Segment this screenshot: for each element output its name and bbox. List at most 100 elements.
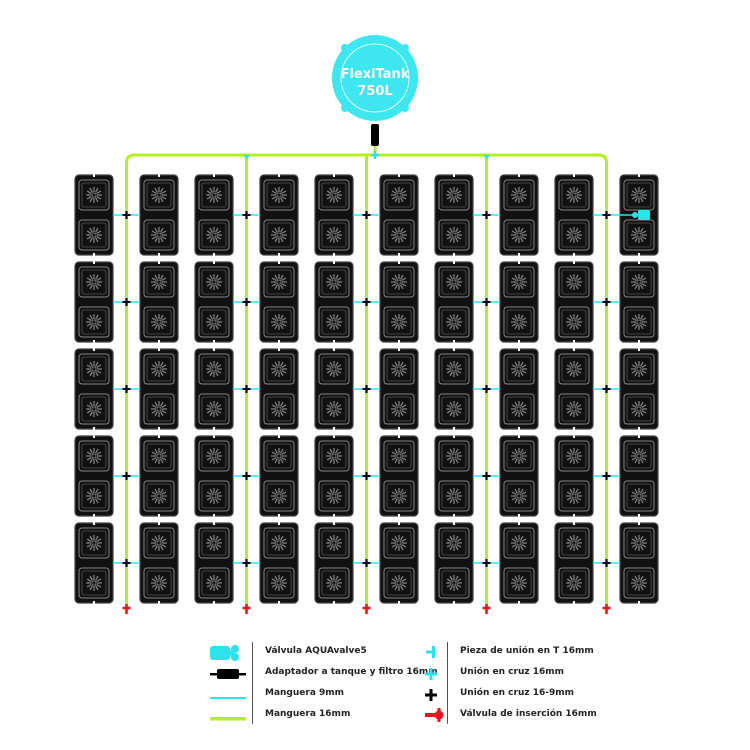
dripper-spoke — [456, 369, 462, 374]
pot-inner — [506, 483, 532, 509]
pot-inner — [321, 182, 347, 208]
dripper-spoke — [209, 197, 214, 203]
module-tab — [518, 173, 520, 177]
module-tab — [278, 427, 280, 431]
dripper-spoke — [631, 538, 637, 543]
dripper-spoke — [631, 235, 637, 240]
dripper-spoke — [519, 411, 524, 417]
dripper-spoke — [574, 361, 579, 367]
dripper-spoke — [281, 491, 287, 496]
dripper-center — [276, 192, 282, 198]
dripper-spoke — [274, 274, 279, 280]
pot-inner — [201, 222, 227, 248]
dripper-spoke — [216, 369, 222, 374]
dripper-spoke — [209, 448, 214, 454]
dripper-spoke — [391, 277, 397, 282]
dripper-spoke — [206, 195, 212, 200]
dripper-spoke — [94, 371, 99, 377]
plant-modules — [74, 173, 659, 605]
dripper-spoke — [206, 538, 212, 543]
dripper-spoke — [334, 545, 339, 551]
pot-outer — [263, 527, 295, 559]
dripper-spoke — [279, 324, 284, 330]
dripper-spoke — [279, 187, 284, 193]
dripper-spoke — [89, 575, 94, 581]
dripper-spoke — [154, 197, 159, 203]
plant-module — [379, 347, 419, 431]
pot-outer — [383, 527, 415, 559]
dripper-center — [156, 232, 162, 238]
module-tab — [333, 253, 335, 257]
pot-outer — [78, 527, 110, 559]
dripper-spoke — [279, 488, 284, 494]
dripper-spoke — [326, 277, 332, 282]
pot-inner — [506, 396, 532, 422]
dripper-spoke — [329, 498, 334, 504]
pot-outer — [623, 480, 655, 512]
dripper-spoke — [514, 187, 519, 193]
pot-outer — [318, 219, 350, 251]
dripper-spoke — [576, 230, 582, 235]
dripper-spoke — [639, 448, 644, 454]
dripper-spoke — [399, 545, 404, 551]
plant-module — [619, 434, 659, 518]
dripper-spoke — [401, 230, 407, 235]
pot-outer — [263, 353, 295, 385]
pot-inner — [146, 530, 172, 556]
module-tab — [93, 521, 95, 525]
dripper-center — [156, 406, 162, 412]
dripper-spoke — [394, 274, 399, 280]
pot-outer — [263, 306, 295, 338]
module-tab — [213, 601, 215, 605]
pot-inner — [146, 570, 172, 596]
dripper-spoke — [96, 543, 102, 548]
plant-module — [139, 260, 179, 344]
dripper-spoke — [216, 543, 222, 548]
dripper-spoke — [511, 583, 517, 588]
dripper-spoke — [216, 235, 222, 240]
module-tab — [573, 514, 575, 518]
pot-outer — [438, 480, 470, 512]
dripper-spoke — [401, 282, 407, 287]
dripper-center — [571, 453, 577, 459]
pot-inner — [626, 222, 652, 248]
dripper-spoke — [569, 187, 574, 193]
dripper-spoke — [154, 237, 159, 243]
dripper-spoke — [576, 583, 582, 588]
dripper-spoke — [391, 496, 397, 501]
dripper-spoke — [401, 317, 407, 322]
dripper-spoke — [274, 237, 279, 243]
dripper-spoke — [161, 369, 167, 374]
dripper-spoke — [446, 456, 452, 461]
dripper-spoke — [394, 585, 399, 591]
dripper-spoke — [566, 578, 572, 583]
dripper-spoke — [631, 543, 637, 548]
dripper-spoke — [151, 317, 157, 322]
dripper-spoke — [576, 491, 582, 496]
pot-outer — [78, 567, 110, 599]
dripper-spoke — [281, 538, 287, 543]
pot-outer — [383, 393, 415, 425]
dripper-spoke — [641, 404, 647, 409]
dripper-spoke — [521, 496, 527, 501]
dripper-spoke — [641, 491, 647, 496]
dripper-spoke — [454, 411, 459, 417]
module-tab — [453, 260, 455, 264]
pot-inner — [266, 483, 292, 509]
dripper-spoke — [566, 317, 572, 322]
dripper-spoke — [151, 456, 157, 461]
dripper-spoke — [521, 404, 527, 409]
dripper-center — [276, 232, 282, 238]
dripper-center — [636, 319, 642, 325]
dripper-spoke — [569, 324, 574, 330]
dripper-spoke — [151, 491, 157, 496]
dripper-center — [636, 453, 642, 459]
t-connector — [242, 155, 251, 159]
dripper-spoke — [391, 583, 397, 588]
pot-outer — [623, 266, 655, 298]
plant-module — [194, 347, 234, 431]
dripper-spoke — [161, 538, 167, 543]
dripper-spoke — [514, 498, 519, 504]
dripper-spoke — [86, 543, 92, 548]
dripper-spoke — [274, 448, 279, 454]
